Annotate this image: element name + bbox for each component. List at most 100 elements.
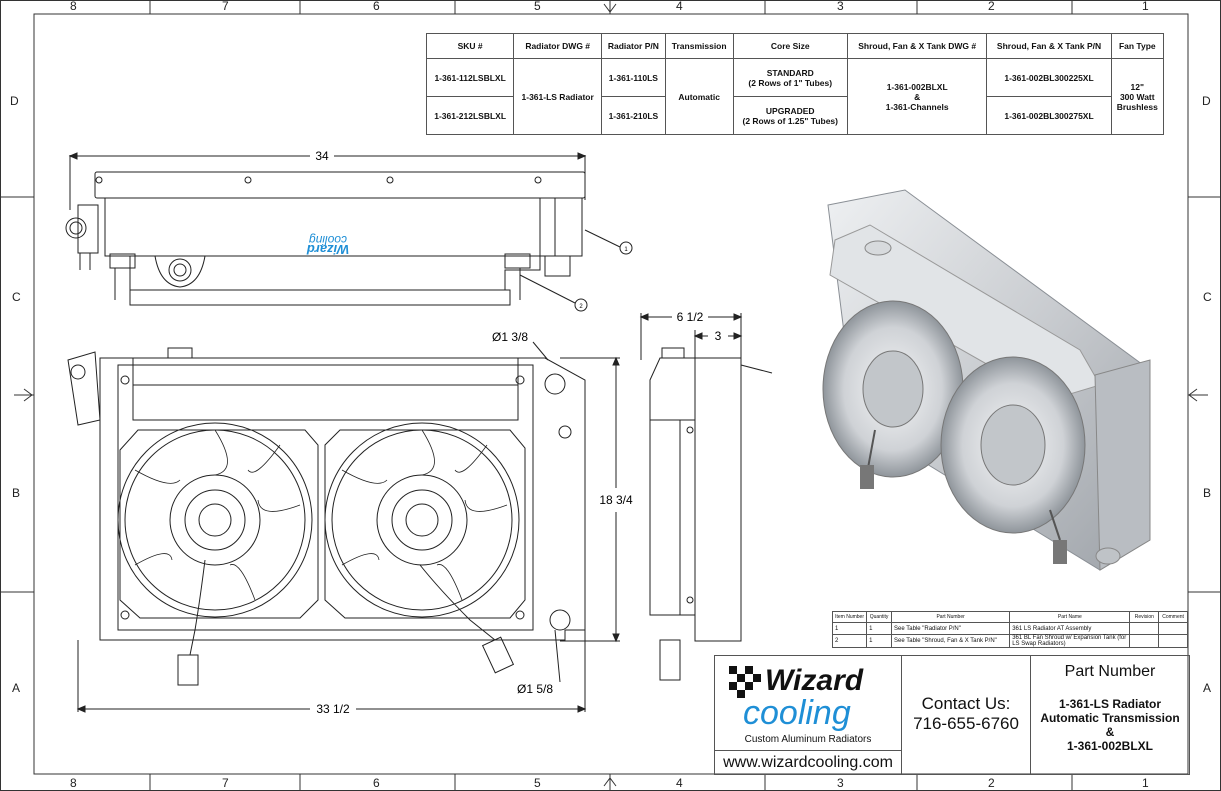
mirrored-logo-top-view: Wizard cooling (306, 233, 350, 257)
column-label-top: 8 (70, 0, 77, 13)
column-label-top: 1 (1142, 0, 1149, 13)
sku-spec-table: SKU # Radiator DWG # Radiator P/N Transm… (425, 33, 1165, 135)
fan-type-line: 12" (1130, 81, 1145, 92)
header-shroud-dwg: Shroud, Fan & X Tank DWG # (846, 33, 988, 59)
row-label-right: A (1203, 681, 1211, 695)
checkered-flag-icon: Wizard cooling Custom Aluminum Radiators (729, 664, 872, 745)
core-size-line: (2 Rows of 1.25" Tubes) (742, 115, 838, 126)
bom-item: 2 (831, 634, 868, 648)
front-view (67, 341, 620, 713)
bom-qty: 1 (866, 634, 893, 648)
side-view (639, 313, 773, 681)
spec-table-row: 1-361-112LSBLXL 1-361-LS Radiator 1-361-… (425, 58, 1165, 135)
cell-core-size: STANDARD (2 Rows of 1" Tubes) (732, 58, 848, 97)
dimension-height: 18 3/4 (599, 493, 633, 507)
cell-shroud-pn: 1-361-002BL300275XL (986, 96, 1112, 135)
dimension-front-width: 33 1/2 (316, 702, 350, 716)
bom-row: 2 1 See Table "Shroud, Fan & X Tank P/N"… (831, 634, 1188, 648)
bom-part: See Table "Shroud, Fan & X Tank P/N" (891, 634, 1011, 648)
core-size-line: UPGRADED (765, 105, 815, 116)
column-label-top: 6 (373, 0, 380, 13)
row-label-left: B (12, 486, 20, 500)
bom-revision (1129, 634, 1160, 648)
bom-comment (1158, 634, 1188, 648)
header-core-size: Core Size (732, 33, 848, 59)
dimension-inlet-diameter: Ø1 3/8 (492, 330, 528, 344)
bom-header-revision: Revision (1129, 611, 1160, 623)
svg-text:Wizard: Wizard (765, 664, 864, 697)
svg-text:Wizard: Wizard (306, 242, 350, 257)
cell-sku: 1-361-112LSBLXL (425, 58, 515, 97)
cell-sku: 1-361-212LSBLXL (425, 96, 515, 135)
svg-text:Custom Aluminum Radiators: Custom Aluminum Radiators (745, 734, 872, 745)
bom-header-row: Item Number Quantity Part Number Part Na… (831, 611, 1188, 623)
cell-radiator-dwg: 1-361-LS Radiator (513, 58, 603, 135)
part-line: Automatic Transmission (1040, 711, 1180, 725)
fan-type-line: 300 Watt (1119, 91, 1155, 102)
column-label-bottom: 1 (1142, 776, 1149, 790)
cell-transmission: Automatic (664, 58, 734, 135)
bom-part: See Table "Radiator P/N" (891, 622, 1011, 635)
column-label-bottom: 5 (534, 776, 541, 790)
column-label-bottom: 3 (837, 776, 844, 790)
bom-row: 1 1 See Table "Radiator P/N" 361 LS Radi… (831, 622, 1188, 635)
bom-header-qty: Quantity (866, 611, 893, 623)
header-sku: SKU # (425, 33, 515, 59)
column-label-bottom: 7 (222, 776, 229, 790)
header-transmission: Transmission (664, 33, 734, 59)
part-line: 1-361-002BLXL (1066, 739, 1154, 753)
row-label-right: C (1203, 290, 1212, 304)
svg-text:cooling: cooling (743, 694, 851, 732)
dimension-side-core: 3 (715, 329, 722, 343)
svg-text:cooling: cooling (309, 233, 347, 247)
fan-type-line: Brushless (1116, 101, 1158, 112)
column-label-top: 5 (534, 0, 541, 13)
cell-fan-type: 12" 300 Watt Brushless (1110, 58, 1165, 135)
bom-name: 361 BL Fan Shroud w/ Expansion Tank (for… (1009, 634, 1131, 648)
cell-shroud-pn: 1-361-002BL300225XL (986, 58, 1112, 97)
company-logo: Wizard cooling Custom Aluminum Radiators (715, 656, 902, 750)
contact-block: Contact Us: 716-655-6760 (902, 656, 1031, 774)
bom-qty: 1 (866, 622, 893, 635)
website-link[interactable]: www.wizardcooling.com (715, 750, 902, 775)
core-size-line: (2 Rows of 1" Tubes) (748, 77, 833, 88)
row-label-left: D (10, 94, 19, 108)
part-line: 1-361-LS Radiator (1058, 697, 1162, 711)
bom-comment (1158, 622, 1188, 635)
row-label-left: A (12, 681, 20, 695)
shroud-dwg-line: 1-361-002BLXL (886, 81, 948, 92)
shroud-dwg-line: 1-361-Channels (885, 101, 949, 112)
column-label-bottom: 8 (70, 776, 77, 790)
shroud-dwg-line: & (914, 91, 921, 102)
cell-radiator-pn: 1-361-110LS (601, 58, 666, 97)
row-label-left: C (12, 290, 21, 304)
row-label-right: D (1202, 94, 1211, 108)
bom-item: 1 (831, 622, 868, 635)
column-label-bottom: 6 (373, 776, 380, 790)
cell-radiator-pn: 1-361-210LS (601, 96, 666, 135)
dimension-top-width: 34 (315, 149, 329, 163)
column-label-top: 3 (837, 0, 844, 13)
top-view (65, 152, 633, 312)
header-radiator-dwg: Radiator DWG # (513, 33, 603, 59)
bill-of-materials-table: Item Number Quantity Part Number Part Na… (831, 611, 1188, 648)
dimension-outlet-diameter: Ø1 5/8 (517, 682, 553, 696)
dimension-side-depth: 6 1/2 (677, 310, 704, 324)
balloon-2-label: 2 (579, 304, 583, 310)
part-number-label: Part Number (1064, 663, 1156, 680)
column-label-top: 2 (988, 0, 995, 13)
spec-table-row: 1-361-212LSBLXL 1-361-210LS UPGRADED (2 … (425, 96, 1164, 135)
contact-label: Contact Us: (921, 694, 1011, 713)
bom-header-comment: Comment (1158, 611, 1188, 623)
bom-header-item: Item Number (831, 611, 868, 623)
checkered-flag-icon (729, 666, 761, 698)
cell-shroud-dwg: 1-361-002BLXL & 1-361-Channels (846, 58, 988, 135)
balloon-1-label: 1 (624, 247, 628, 253)
column-label-top: 7 (222, 0, 229, 13)
column-label-bottom: 4 (676, 776, 683, 790)
part-number-block: Part Number 1-361-LS Radiator Automatic … (1031, 656, 1189, 774)
header-radiator-pn: Radiator P/N (601, 33, 666, 59)
spec-table-header-row: SKU # Radiator DWG # Radiator P/N Transm… (425, 33, 1165, 59)
